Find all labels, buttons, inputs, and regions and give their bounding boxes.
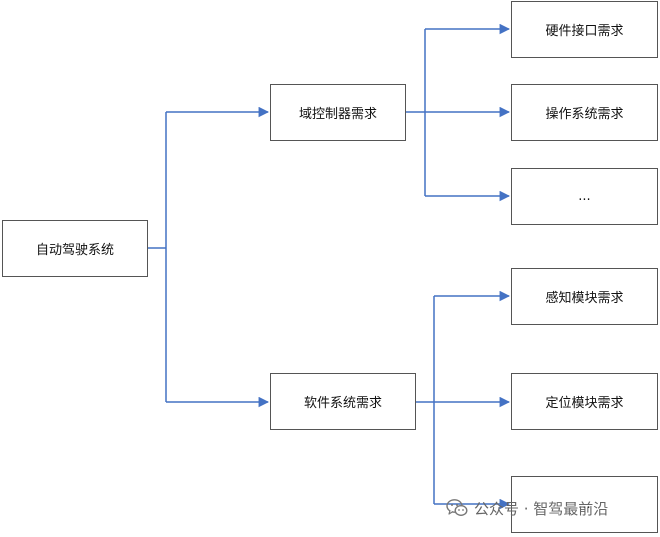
connector-root-trunk [148,112,167,402]
node-b1: 感知模块需求 [511,268,658,325]
node-root: 自动驾驶系统 [2,220,148,277]
node-branch-b-label: 软件系统需求 [303,396,382,411]
watermark: 公众号 · 智驾最前沿 [446,496,608,520]
watermark-text: 公众号 · 智驾最前沿 [474,499,609,518]
node-a2-label: 操作系统需求 [545,107,624,122]
node-a3: ... [511,168,658,225]
node-a2: 操作系统需求 [511,84,658,141]
node-a3-label: ... [578,189,591,204]
node-root-label: 自动驾驶系统 [35,243,114,258]
node-branch-b: 软件系统需求 [270,373,416,430]
node-b3: ... [511,476,658,533]
node-branch-a-label: 域控制器需求 [298,107,377,122]
node-b2: 定位模块需求 [511,373,658,430]
node-a1: 硬件接口需求 [511,1,658,58]
connector-branch-a-trunk [406,29,426,196]
node-b3-label: ... [578,497,591,512]
wechat-icon [446,499,468,517]
node-a1-label: 硬件接口需求 [545,24,624,39]
node-b1-label: 感知模块需求 [545,291,624,306]
connector-branch-b-trunk [416,296,435,504]
node-b2-label: 定位模块需求 [545,396,624,411]
node-branch-a: 域控制器需求 [270,84,406,141]
